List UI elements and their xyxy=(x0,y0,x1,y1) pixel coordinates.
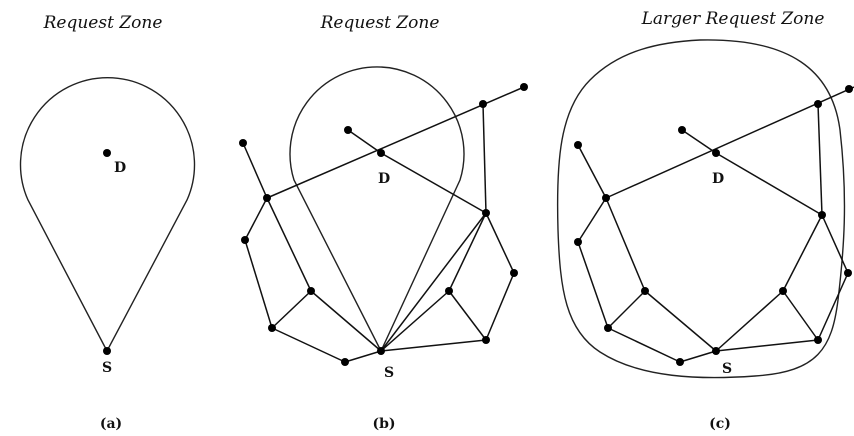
node xyxy=(479,100,487,108)
node xyxy=(520,83,528,91)
node xyxy=(818,211,826,219)
edge xyxy=(448,212,487,292)
panel-c: Larger Request Zone xyxy=(556,9,854,432)
node xyxy=(641,287,649,295)
panel-b-label-s: S xyxy=(384,365,394,381)
panel-b-title: Request Zone xyxy=(320,13,440,33)
edge xyxy=(577,241,609,329)
panel-a-request-zone xyxy=(19,77,196,353)
edge xyxy=(380,212,487,352)
panel-a: Request Zone D S (a) xyxy=(19,13,196,432)
node xyxy=(239,139,247,147)
edge xyxy=(310,290,382,352)
edge xyxy=(448,290,487,341)
panel-c-edges xyxy=(577,86,854,363)
panel-b-label-d: D xyxy=(378,171,390,187)
panel-c-node-s xyxy=(712,347,720,355)
node xyxy=(482,336,490,344)
edge xyxy=(271,290,312,329)
node xyxy=(602,194,610,202)
node xyxy=(678,126,686,134)
node xyxy=(510,269,518,277)
edge xyxy=(821,214,849,274)
edge xyxy=(782,290,819,341)
edge xyxy=(605,197,646,292)
edge xyxy=(715,339,819,352)
edge xyxy=(266,197,312,292)
panel-b-node-s xyxy=(377,347,385,355)
panel-a-label-s: S xyxy=(102,360,112,376)
edge xyxy=(577,197,607,243)
edge xyxy=(380,290,450,352)
node xyxy=(779,287,787,295)
edge xyxy=(242,142,268,199)
edge xyxy=(679,350,717,363)
edge xyxy=(817,272,849,341)
edge xyxy=(715,290,784,352)
edge xyxy=(715,152,823,216)
edge xyxy=(607,327,681,363)
node xyxy=(676,358,684,366)
node xyxy=(574,238,582,246)
edge xyxy=(244,239,273,329)
panel-c-label-d: D xyxy=(712,171,724,187)
node xyxy=(574,141,582,149)
edge xyxy=(577,144,607,199)
node xyxy=(241,236,249,244)
panel-b-node-d xyxy=(377,149,385,157)
node xyxy=(341,358,349,366)
panel-c-caption: (c) xyxy=(709,416,731,432)
node xyxy=(844,269,852,277)
node xyxy=(344,126,352,134)
edge xyxy=(347,129,382,154)
panel-b-edges xyxy=(242,86,525,363)
edge xyxy=(605,86,854,199)
panel-b: Request Zone xyxy=(239,13,528,432)
node xyxy=(845,85,853,93)
edge xyxy=(380,339,487,352)
node xyxy=(268,324,276,332)
edge xyxy=(644,290,717,352)
panel-b-caption: (b) xyxy=(372,416,395,432)
node xyxy=(814,100,822,108)
edge xyxy=(681,129,717,154)
panel-a-node-s xyxy=(103,347,111,355)
edge xyxy=(485,272,515,341)
edge xyxy=(244,197,268,241)
panel-a-node-d xyxy=(103,149,111,157)
edge xyxy=(607,290,646,329)
node xyxy=(307,287,315,295)
panel-c-node-d xyxy=(712,149,720,157)
edge xyxy=(271,327,346,363)
edge xyxy=(482,103,487,214)
panel-c-label-s: S xyxy=(722,361,732,377)
panel-a-caption: (a) xyxy=(100,416,122,432)
panel-a-label-d: D xyxy=(114,160,126,176)
panel-c-request-zone xyxy=(556,39,846,379)
edge xyxy=(344,350,382,363)
panel-b-nodes xyxy=(239,83,528,366)
node xyxy=(482,209,490,217)
edge xyxy=(380,152,487,214)
panel-b-request-zone xyxy=(289,66,465,353)
panel-c-title: Larger Request Zone xyxy=(641,9,825,29)
panel-a-title: Request Zone xyxy=(43,13,163,33)
edge xyxy=(485,212,515,274)
node xyxy=(263,194,271,202)
node xyxy=(814,336,822,344)
node xyxy=(604,324,612,332)
node xyxy=(445,287,453,295)
panel-c-nodes xyxy=(574,85,853,366)
edge xyxy=(782,214,823,292)
edge xyxy=(817,103,823,216)
